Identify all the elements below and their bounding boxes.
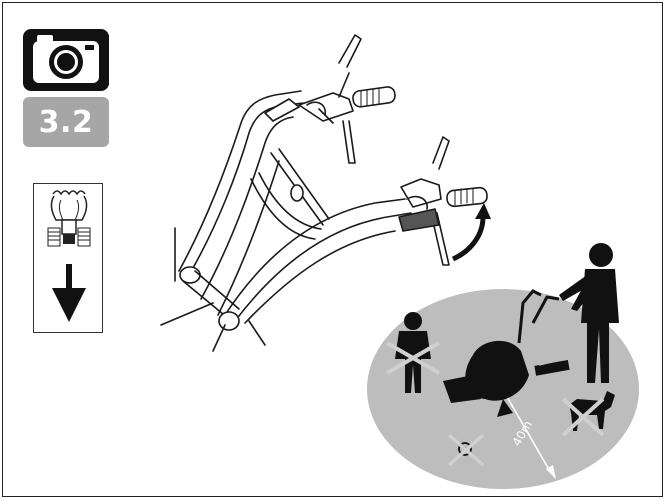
rotate-arrow-icon — [453, 203, 491, 259]
instruction-panel: 3.2 — [2, 2, 663, 497]
tiller-handle-illustration: 40m — [3, 3, 663, 497]
